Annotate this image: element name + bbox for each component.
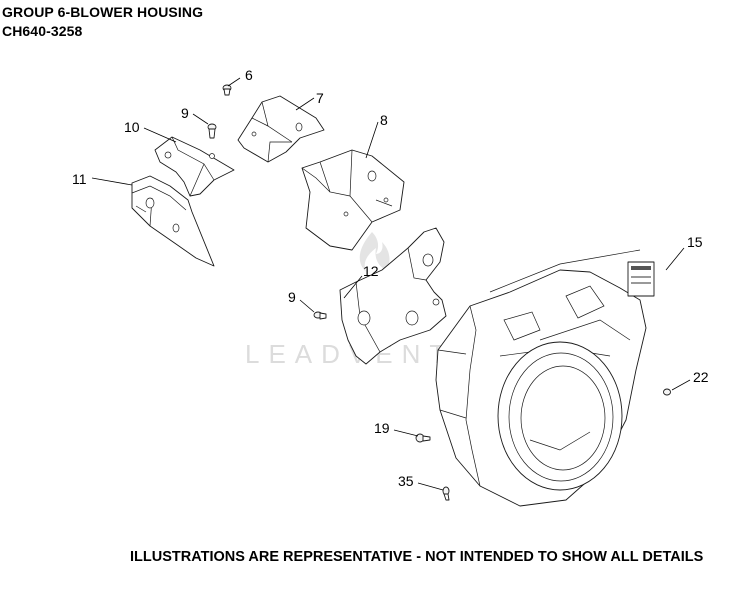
- callout-labels: 6 7 8 9 10 11 12 9 15 22 19 35: [72, 67, 709, 489]
- model-number: CH640-3258: [2, 23, 83, 39]
- callout-8: 8: [380, 112, 388, 128]
- part-15-blower-housing: [435, 249, 655, 507]
- callout-6: 6: [245, 67, 253, 83]
- callout-35: 35: [398, 473, 414, 489]
- watermark-flame-icon: [359, 232, 390, 272]
- part-7-cover: [237, 95, 325, 163]
- callout-15: 15: [687, 234, 703, 250]
- part-6-screw: [222, 84, 232, 96]
- part-11-baffle: [131, 175, 215, 267]
- callout-10: 10: [124, 119, 140, 135]
- disclaimer-note: ILLUSTRATIONS ARE REPRESENTATIVE - NOT I…: [130, 549, 704, 565]
- callout-22: 22: [693, 369, 709, 385]
- part-22-nut: [663, 388, 671, 396]
- part-10-bracket: [154, 136, 235, 197]
- callout-7: 7: [316, 90, 324, 106]
- callout-19: 19: [374, 420, 390, 436]
- part-9-screw-upper: [207, 123, 217, 139]
- callout-9-lower: 9: [288, 289, 296, 305]
- callout-9-upper: 9: [181, 105, 189, 121]
- part-8-shroud: [301, 149, 405, 251]
- part-19-bolt: [415, 433, 431, 443]
- callout-11: 11: [72, 171, 87, 187]
- callout-12: 12: [363, 263, 379, 279]
- diagram-title: GROUP 6-BLOWER HOUSING: [2, 4, 204, 20]
- leader-lines: [91, 77, 691, 491]
- part-35-screw: [442, 486, 450, 501]
- part-9-screw-lower: [313, 311, 327, 320]
- part-12-baffle: [339, 227, 447, 365]
